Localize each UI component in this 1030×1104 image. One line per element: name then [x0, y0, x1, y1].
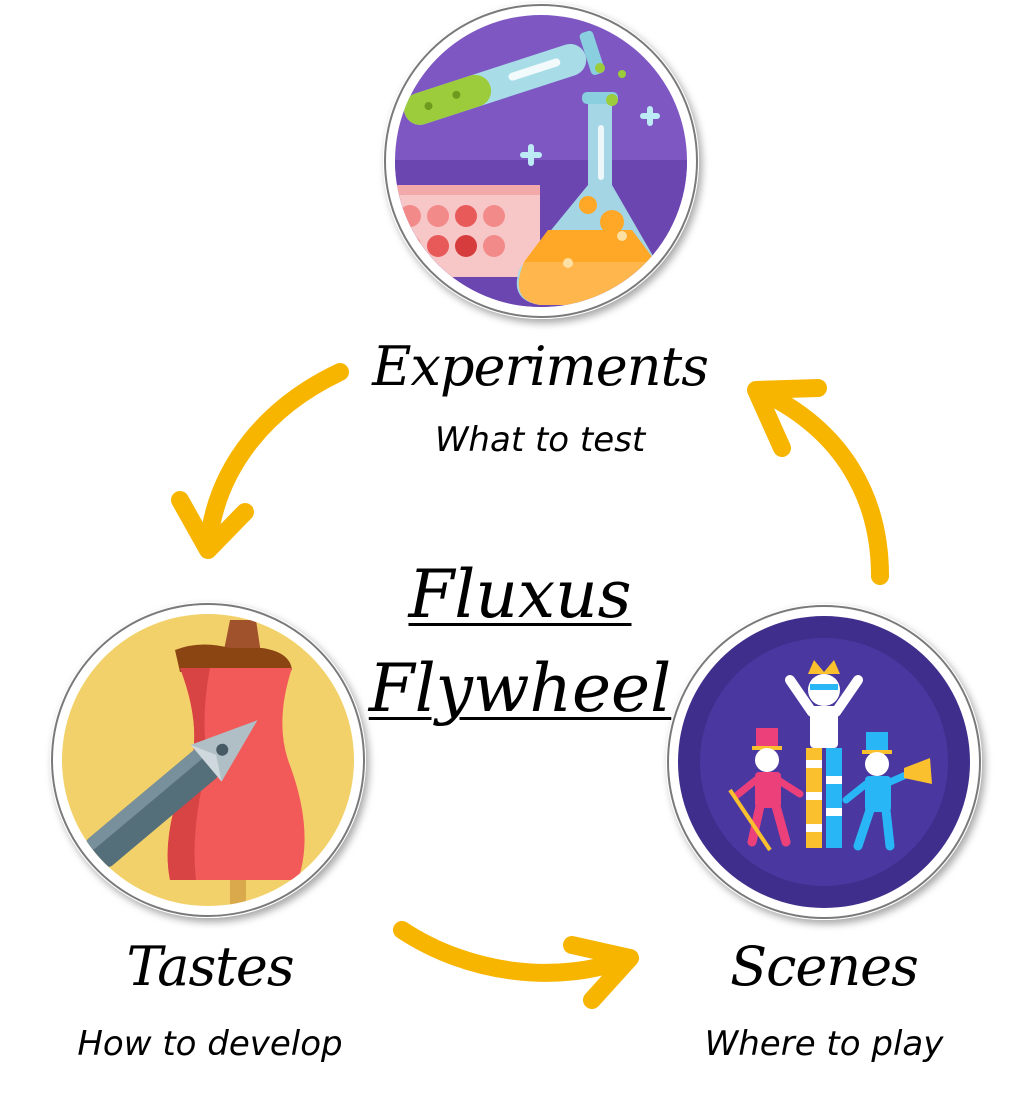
arrow-tastes-to-scenes — [393, 921, 639, 1009]
dress-mannequin-pen-icon — [50, 602, 366, 918]
node-title-scenes: Scenes — [730, 935, 919, 998]
node-subtitle-tastes: How to develop — [77, 1024, 343, 1064]
arrow-scenes-to-experiments — [747, 379, 889, 585]
node-title-experiments: Experiments — [372, 335, 709, 398]
node-subtitle-scenes: Where to play — [704, 1024, 944, 1064]
arrow-experiments-to-tastes — [171, 363, 349, 559]
laboratory-flask-icon — [383, 3, 699, 319]
node-title-tastes: Tastes — [126, 935, 294, 998]
center-title-line1: Fluxus — [408, 556, 632, 633]
stilt-performers-icon — [666, 604, 982, 920]
node-subtitle-experiments: What to test — [434, 420, 646, 460]
center-title-line2: Flywheel — [368, 650, 672, 727]
